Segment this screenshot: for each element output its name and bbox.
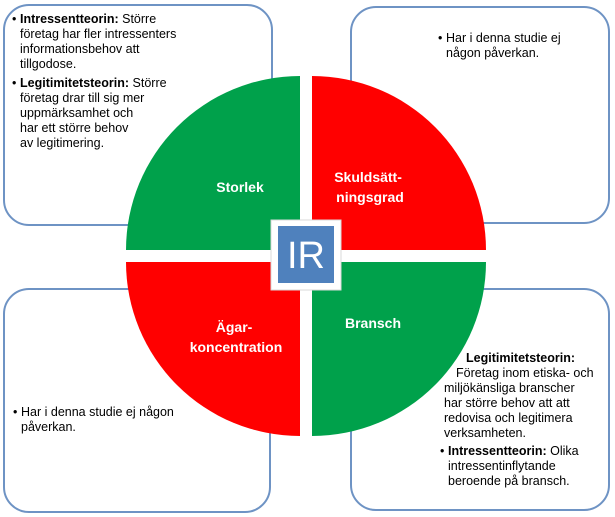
- text-line: Större: [129, 76, 167, 90]
- text-line: uppmärksamhet och: [20, 106, 134, 120]
- text-line: Företag inom etiska- och: [456, 366, 594, 380]
- text-line: företag drar till sig mer: [20, 91, 145, 105]
- bullet-icon: •: [13, 405, 18, 419]
- top-left-text: • Intressentteorin: Större företag har f…: [12, 12, 202, 151]
- bottom-left-text: • Har i denna studie ej någon påverkan.: [13, 405, 213, 435]
- center-square: [278, 226, 334, 283]
- segment-label-storlek: Storlek: [216, 179, 264, 195]
- segment-label-bransch: Bransch: [345, 315, 401, 331]
- segment-skuldsattningsgrad: [312, 76, 486, 250]
- text-line: informationsbehov att: [20, 42, 140, 56]
- theory-name: Intressentteorin:: [20, 12, 119, 26]
- text-line: av legitimering.: [20, 136, 105, 150]
- list-item: • Har i denna studie ej någon påverkan.: [13, 405, 213, 435]
- text-line: Har i denna studie ej någon: [21, 405, 174, 419]
- center-label: IR: [287, 235, 325, 277]
- segment-label-agarkoncentration: Ägar- koncentration: [190, 319, 283, 355]
- text-line: företag har fler intressenters: [20, 27, 177, 41]
- list-item: • Intressentteorin: Olika intressentinfl…: [440, 444, 600, 489]
- theory-name: Intressentteorin:: [448, 444, 547, 458]
- bullet-icon: •: [440, 444, 445, 458]
- segment-agarkoncentration: [126, 262, 300, 436]
- text-line: någon påverkan.: [446, 46, 540, 60]
- text-line: beroende på bransch.: [448, 474, 570, 488]
- top-right-text: • Har i denna studie ej någon påverkan.: [438, 31, 598, 61]
- text-line: tillgodose.: [20, 57, 77, 71]
- text-line: har större behov att att: [444, 396, 570, 410]
- text-line: Har i denna studie ej: [446, 31, 561, 45]
- list-item: • Intressentteorin: Större företag har f…: [12, 12, 202, 72]
- theory-name: Legitimitetsteorin:: [466, 351, 576, 365]
- text-line: miljökänsliga branscher: [444, 381, 575, 395]
- text-line: redovisa och legitimera: [444, 411, 573, 425]
- segment-label-skuldsattningsgrad: Skuldsätt- ningsgrad: [334, 169, 406, 205]
- bullet-icon: •: [438, 31, 443, 45]
- text-line: verksamheten.: [444, 426, 526, 440]
- list-item: • Legitimitetsteorin: Större företag dra…: [12, 76, 202, 151]
- text-line: Olika: [546, 444, 579, 458]
- theory-name: Legitimitetsteorin:: [20, 76, 130, 90]
- text-line: har ett större behov: [20, 121, 129, 135]
- text-line: påverkan.: [21, 420, 76, 434]
- bullet-icon: •: [12, 76, 17, 90]
- list-item: • Har i denna studie ej någon påverkan.: [438, 31, 598, 61]
- bottom-right-text: Legitimitetsteorin: Företag inom etiska-…: [440, 351, 600, 489]
- bullet-icon: •: [12, 12, 17, 26]
- text-line: intressentinflytande: [448, 459, 556, 473]
- text-line: Större: [118, 12, 157, 26]
- segment-bransch: [312, 262, 486, 436]
- segment-storlek: [126, 76, 300, 250]
